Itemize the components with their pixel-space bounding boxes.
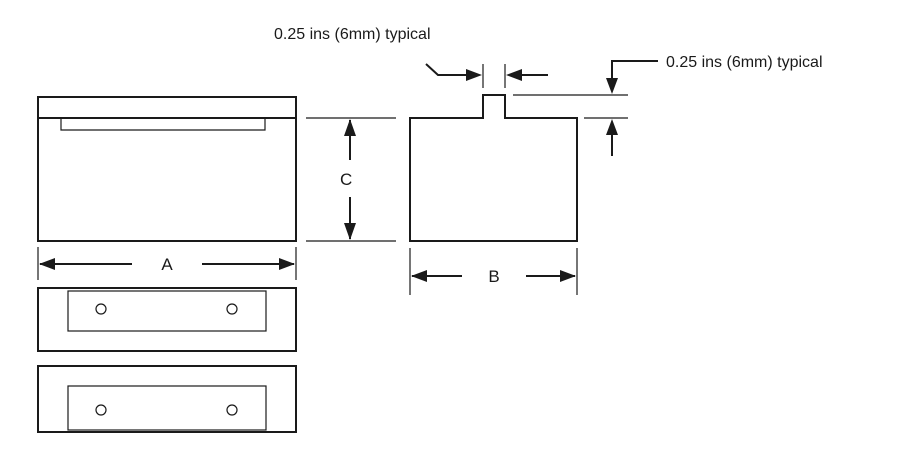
panel-1 [37, 287, 297, 352]
side-body [409, 94, 578, 242]
lower-view-2 [37, 365, 297, 433]
screw-hole-icon [95, 303, 107, 315]
front-lid [37, 96, 297, 119]
dimension-c-label: C [340, 170, 352, 189]
front-body [37, 117, 297, 242]
dimension-c: C [306, 117, 396, 242]
lip-height-callout: 0.25 ins (6mm) typical [513, 54, 823, 156]
dimension-a-label: A [161, 255, 173, 274]
dimension-b: B [409, 248, 578, 295]
panel-2-plate [67, 385, 267, 431]
lower-view-1 [37, 287, 297, 352]
screw-hole-icon [226, 303, 238, 315]
dimension-b-label: B [488, 267, 499, 286]
panel-1-plate [67, 290, 267, 332]
front-handle-recess [60, 118, 266, 131]
front-view [37, 96, 297, 242]
gap-width-note: 0.25 ins (6mm) typical [274, 26, 431, 43]
screw-hole-icon [226, 404, 238, 416]
dimension-a: A [37, 247, 297, 280]
lip-height-note: 0.25 ins (6mm) typical [666, 54, 823, 71]
screw-hole-icon [95, 404, 107, 416]
side-view [409, 94, 578, 242]
gap-width-callout: 0.25 ins (6mm) typical [274, 26, 548, 88]
panel-2 [37, 365, 297, 433]
